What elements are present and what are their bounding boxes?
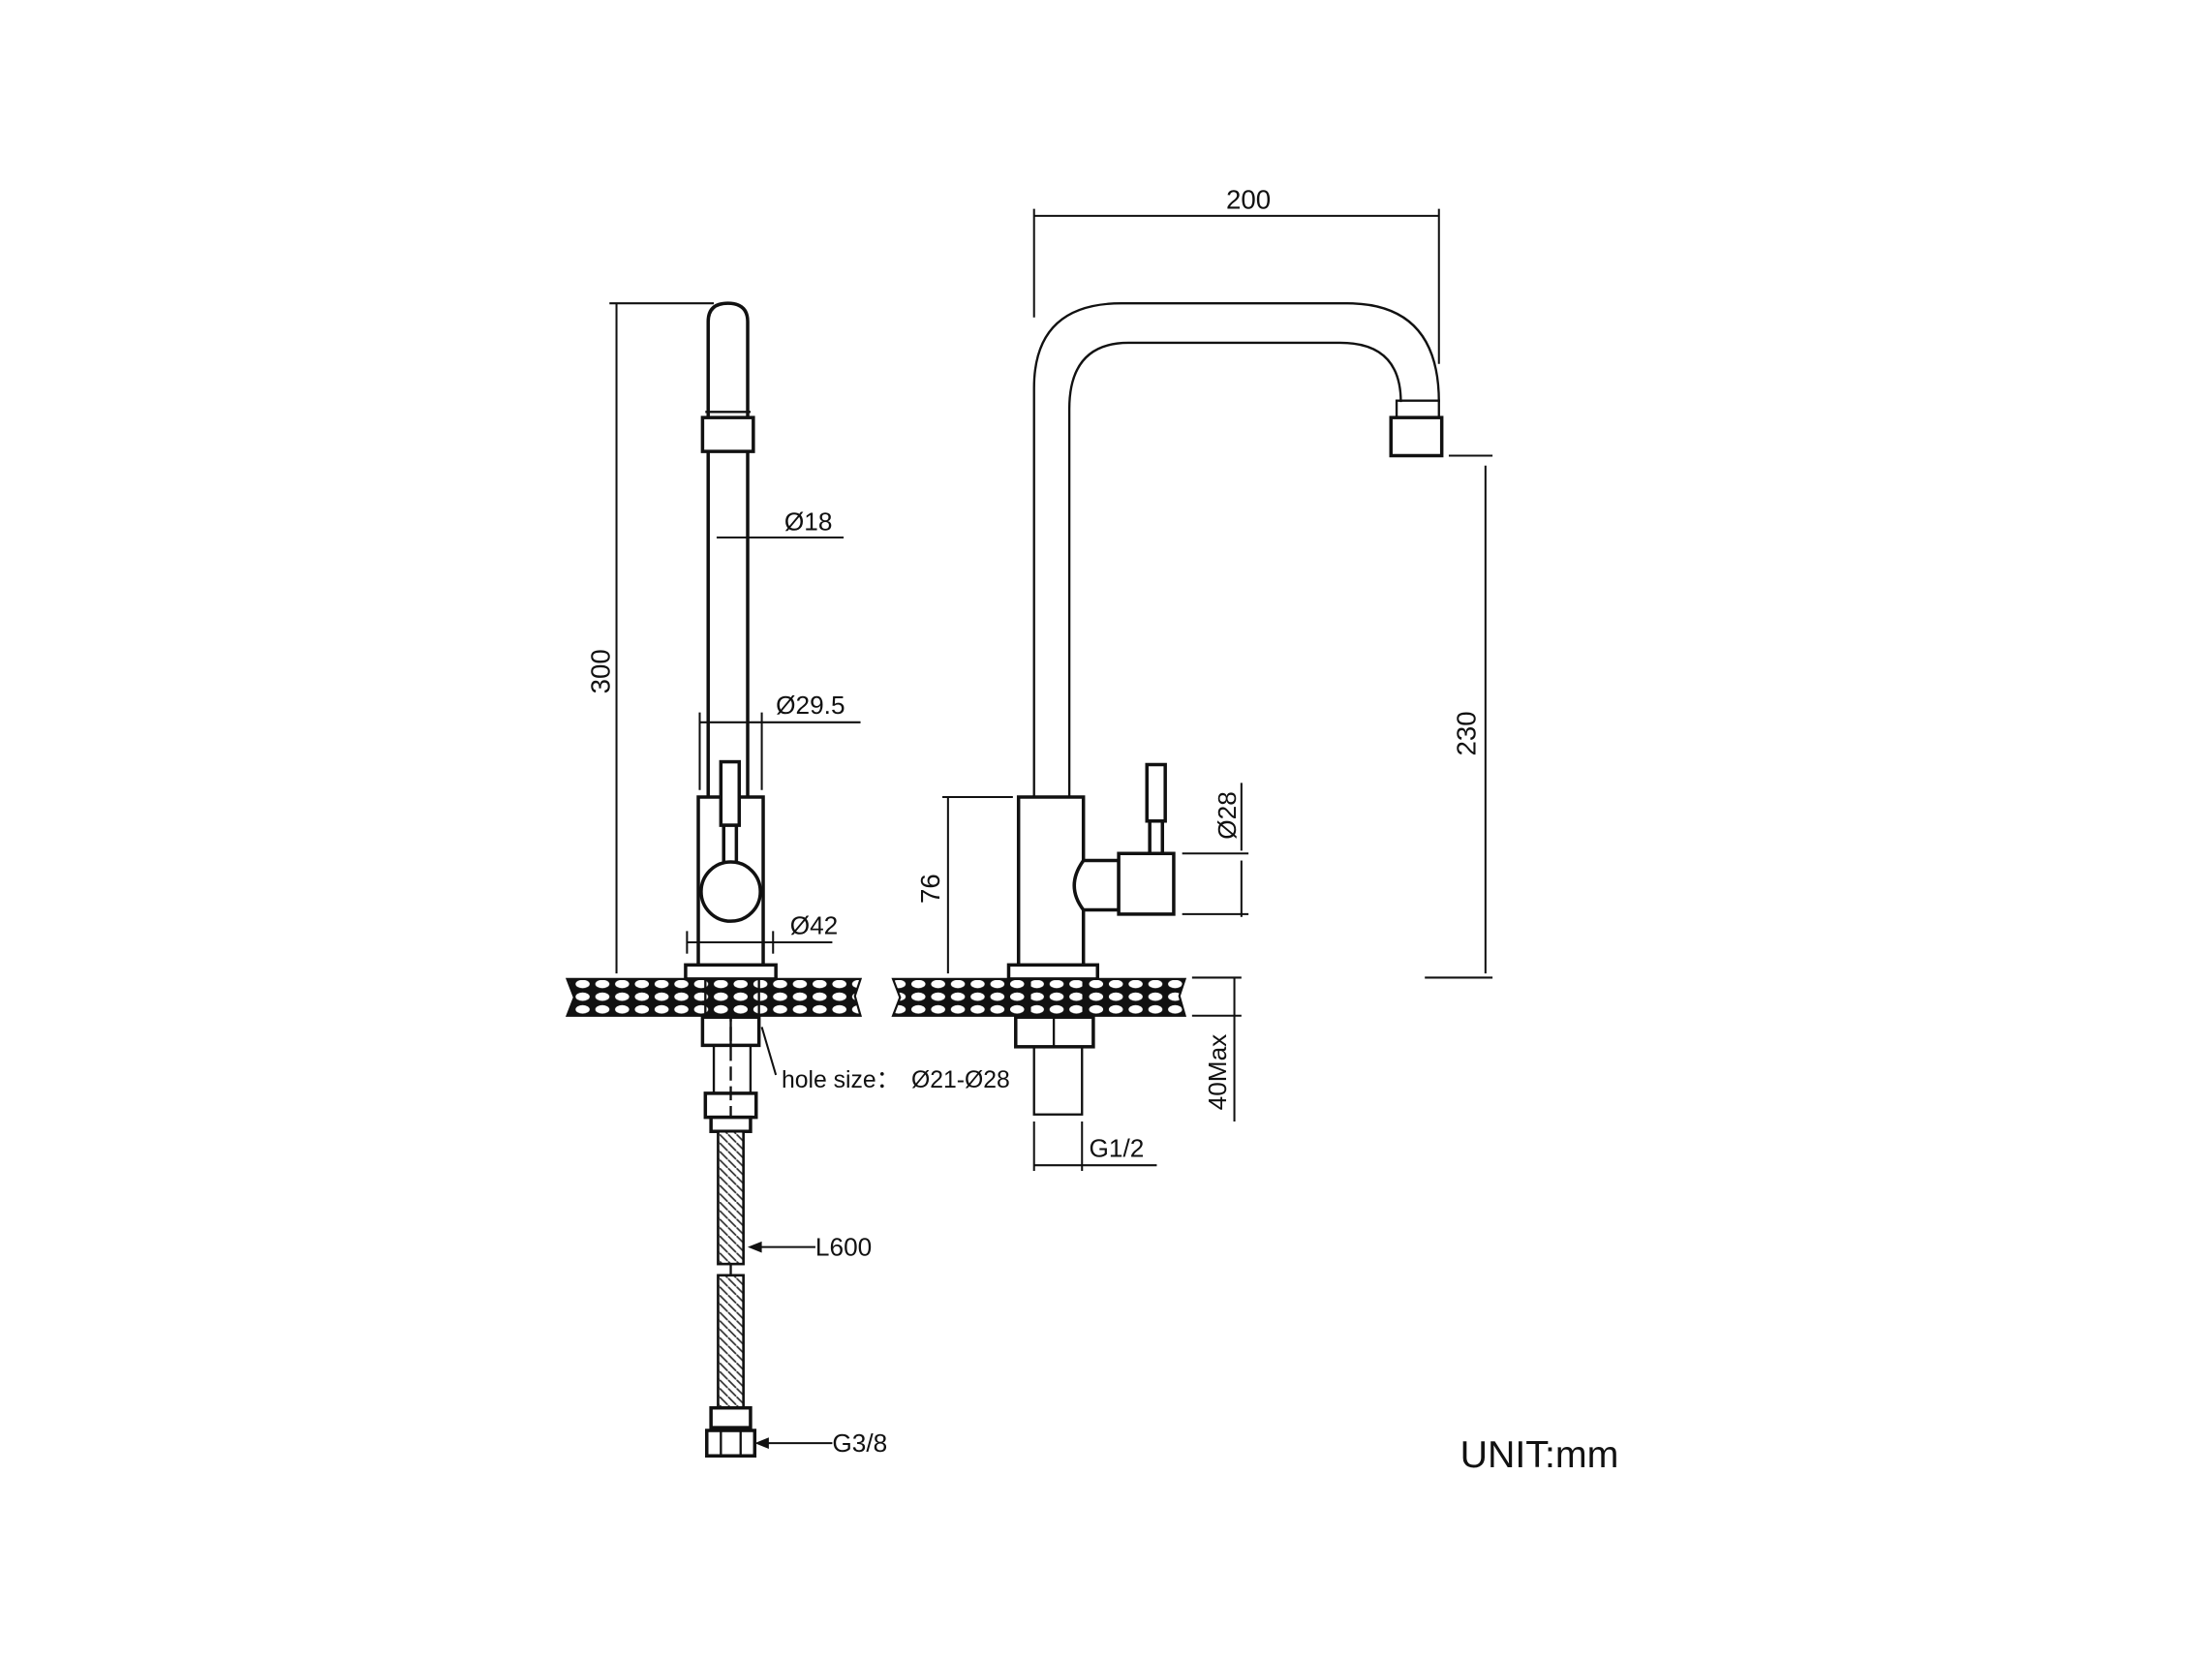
reach-label: 200 [1226,185,1271,215]
front-handle [1117,851,1176,916]
handle-diameter-label: Ø28 [1213,791,1242,840]
spout-height-label: 230 [1452,711,1482,755]
hose-length-label: L600 [815,1232,872,1261]
side-countertop [565,977,863,1017]
hole-size-value: Ø21-Ø28 [911,1067,1010,1093]
height-label: 300 [585,649,615,693]
side-aerator-ring [700,415,755,453]
front-base-flange [1006,963,1100,981]
front-threaded-shank [1032,1045,1084,1116]
side-handle-knob [699,860,762,923]
side-lever [719,759,742,827]
hose-fitting-nut [705,1429,757,1458]
height-dimension: 300 [585,302,715,974]
side-base-flange [684,963,778,981]
hose-thread-label: G3/8 [832,1429,887,1458]
front-countertop [891,977,1187,1017]
hole-size-label: hole size： [782,1067,900,1093]
base-diameter-label: Ø42 [790,910,839,939]
body-diameter-label: Ø29.5 [776,691,845,720]
spout-diameter-label: Ø18 [784,507,833,537]
front-spout [1032,302,1440,797]
front-lever [1145,762,1167,823]
body-height-label: 76 [915,874,945,904]
front-view: 200 230 Ø28 76 [891,185,1493,1172]
hose-upper [717,1129,745,1266]
hose-lower [717,1274,745,1410]
side-view: 300 Ø18 Ø29.5 Ø42 h [565,301,1010,1458]
max-counter-thickness-label: 40Max [1203,1034,1232,1111]
unit-label: UNIT:mm [1460,1433,1619,1476]
front-aerator [1389,415,1444,458]
shank-thread-label: G1/2 [1090,1133,1145,1162]
